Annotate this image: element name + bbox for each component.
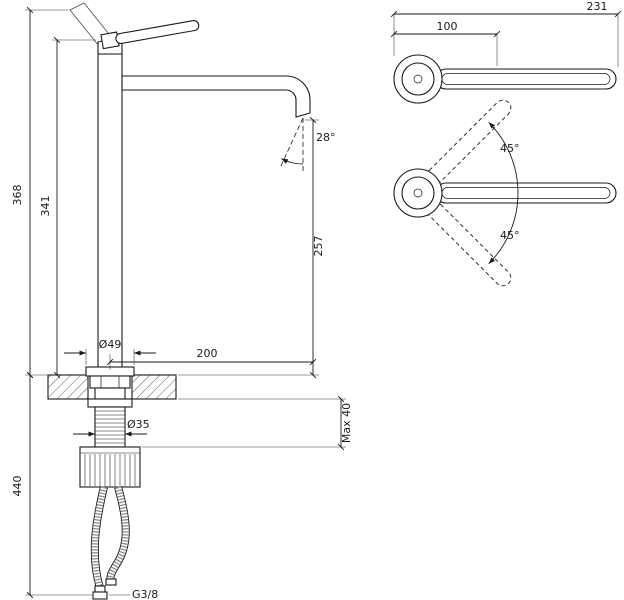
hose-left-fitting [94, 585, 106, 593]
hose-left-hex-nut [92, 591, 108, 600]
lever-handle [100, 20, 200, 50]
stream-angle-arc [281, 158, 304, 165]
hex-collar [89, 375, 131, 389]
knurl-lines [84, 454, 136, 486]
stream-angle-line [279, 117, 304, 169]
handle-swing-up-outline [426, 99, 512, 185]
dim-hose-thread: G3/8 [132, 588, 158, 600]
dim-max-deck: Max 40 [340, 403, 353, 443]
hose-right-braid [107, 486, 129, 583]
front-dimensions: 368 341 440 257 200 Ø49 [11, 6, 353, 600]
dim-under-counter: 440 [11, 476, 24, 497]
handle-plan-outline [435, 182, 617, 204]
hose-right-fitting [105, 578, 117, 586]
swing-angle-arc [488, 121, 519, 265]
dim-shank-diameter: Ø35 [127, 418, 150, 431]
body-plan-center-circle [413, 74, 423, 84]
supply-hoses [90, 485, 130, 600]
dim-stream-angle: 28° [316, 131, 336, 144]
dim-handle-length: 100 [437, 20, 458, 33]
handle-swing-down-outline [426, 201, 512, 287]
dim-body-height: 341 [39, 196, 52, 217]
top-view-static: 231 100 [390, 0, 622, 104]
dim-swing-up: 45° [500, 142, 520, 155]
dim-outlet-height: 257 [312, 236, 325, 257]
body-plan-center-circle [413, 188, 423, 198]
washer [87, 398, 133, 408]
lever-rod [115, 20, 200, 44]
body-plan-inner-circle [401, 62, 435, 96]
dim-spout-reach: 200 [197, 347, 218, 360]
spout [121, 75, 311, 118]
dim-total-height: 368 [11, 185, 24, 206]
counter-hatch-left [48, 375, 88, 399]
hose-left-braid [91, 486, 108, 589]
top-view-swing: 45° 45° [393, 99, 617, 287]
thread-lines [95, 410, 125, 444]
faucet-body [97, 53, 123, 376]
body-plan-inner-circle [401, 176, 435, 210]
dim-base-diameter: Ø49 [99, 338, 122, 351]
shank-upper [94, 387, 126, 400]
front-view: 368 341 440 257 200 Ø49 [11, 2, 353, 600]
dim-overall-length: 231 [587, 0, 608, 13]
mounting-hardware [79, 375, 141, 488]
dim-swing-down: 45° [500, 229, 520, 242]
counter-hatch-right [132, 375, 176, 399]
handle-swing-up-ghost [426, 99, 512, 185]
handle-plan-outline [435, 68, 617, 90]
handle-swing-down-ghost [426, 201, 512, 287]
